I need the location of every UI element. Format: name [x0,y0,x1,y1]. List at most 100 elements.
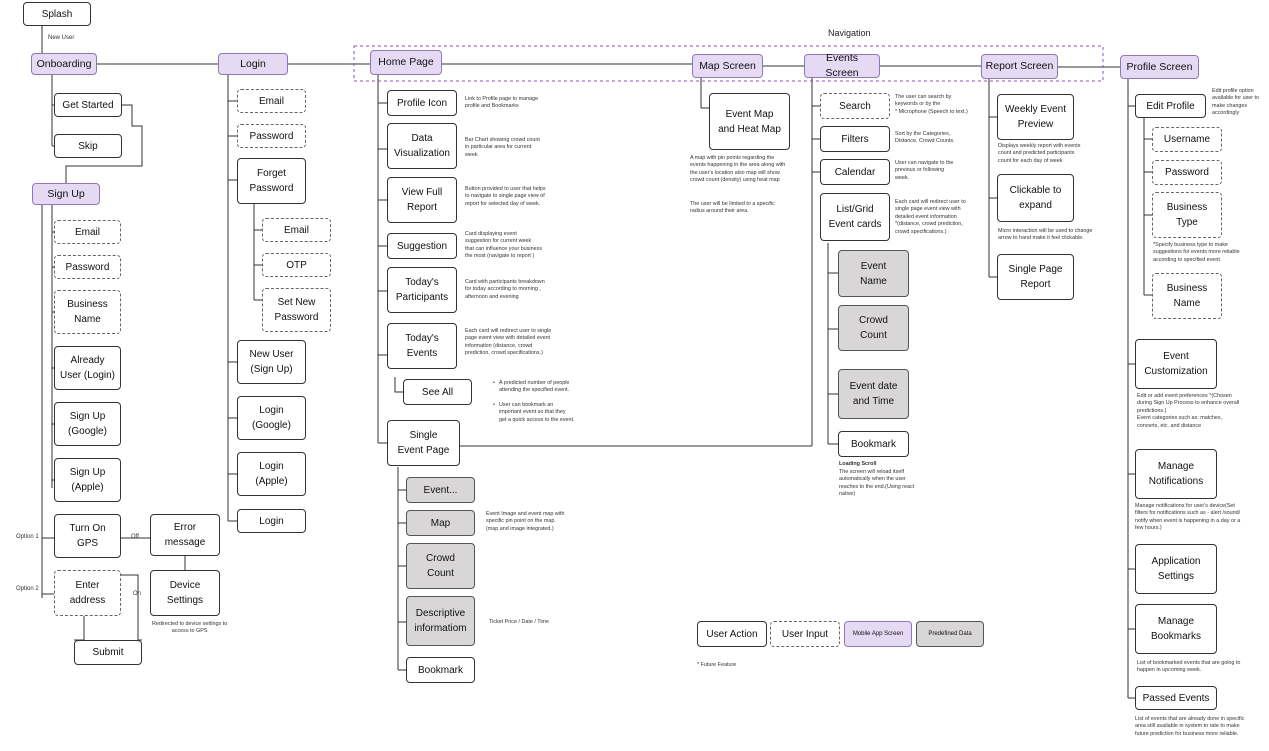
single-page-report-node[interactable]: Single Page Report [997,254,1074,300]
filters-button[interactable]: Filters [820,126,890,152]
todays-events-card[interactable]: Today's Events [387,323,457,369]
signup-password-input[interactable]: Password [54,255,121,279]
already-user-login-button[interactable]: Already User (Login) [54,346,121,390]
bookmark-button-single[interactable]: Bookmark [406,657,475,683]
filters-note: Sort by the Categories, Distance, Crowd … [895,131,955,145]
login-password-input[interactable]: Password [237,124,306,148]
signup-email-input[interactable]: Email [54,220,121,244]
data-visualization-node[interactable]: Data Visualization [387,123,457,169]
calendar-note: User can navigate to the previous or fol… [895,160,954,181]
login-apple-button[interactable]: Login (Apple) [237,452,306,496]
new-user-signup-button[interactable]: New User (Sign Up) [237,340,306,384]
profile-screen[interactable]: Profile Screen [1120,55,1199,79]
legend-future-feature: * Future Feature [697,662,737,668]
enter-address-input[interactable]: Enter address [54,570,121,616]
ticket-note: Ticket Price / Date / Time [489,619,550,625]
sign-up-screen[interactable]: Sign Up [32,183,100,205]
signup-apple-button[interactable]: Sign Up (Apple) [54,458,121,502]
event-map-heat-map-node[interactable]: Event Map and Heat Map [709,93,790,150]
otp-input[interactable]: OTP [262,253,331,277]
business-type-input[interactable]: Business Type [1152,192,1222,238]
navigation-region [353,45,1104,82]
bullet-dot-1: • [493,380,495,386]
error-message-node: Error message [150,514,220,556]
device-settings-node[interactable]: Device Settings [150,570,220,616]
profile-icon-note: Link to Profile page to manage profile a… [465,96,539,110]
business-type-note: *Specify business type to make suggestio… [1153,242,1240,263]
login-email-input[interactable]: Email [237,89,306,113]
login-submit-button[interactable]: Login [237,509,306,533]
events-crowd-count-data: Crowd Count [838,305,909,351]
on-label: On [133,591,142,597]
off-label: Off [131,534,139,540]
option1-label: Option 1 [16,534,39,540]
skip-button[interactable]: Skip [54,134,122,158]
list-grid-note: Each card will redirect user to single p… [895,199,966,235]
passed-events-node[interactable]: Passed Events [1135,686,1217,710]
manage-bookmarks-note: List of bookmarked events that are going… [1137,660,1241,674]
signup-business-name-input[interactable]: Business Name [54,290,121,334]
loading-scroll-title: Loading Scroll [839,461,877,467]
map-data: Map [406,510,475,536]
suggestion-note: Card displaying event suggestion for cur… [465,231,543,260]
forget-email-input[interactable]: Email [262,218,331,242]
event-customization-note: Edit or add event preferences *(Chosen d… [1137,393,1240,429]
loading-scroll-note: The screen will reload itself automatica… [839,469,915,498]
login-google-button[interactable]: Login (Google) [237,396,306,440]
legend-predefined-data: Predefined Data [916,621,984,647]
profile-password-input[interactable]: Password [1152,160,1222,185]
event-title-data: Event... [406,477,475,503]
view-full-report-button[interactable]: View Full Report [387,177,457,223]
map-screen-note-1: A map with pin points regarding the even… [690,155,786,184]
signup-google-button[interactable]: Sign Up (Google) [54,402,121,446]
descriptive-information-data: Descriptive informatiom [406,596,475,646]
search-input[interactable]: Search [820,93,890,119]
todays-participants-card[interactable]: Today's Participants [387,267,457,313]
report-screen[interactable]: Report Screen [981,54,1058,79]
turn-on-gps-button[interactable]: Turn On GPS [54,514,121,558]
manage-bookmarks-node[interactable]: Manage Bookmarks [1135,604,1217,654]
home-page-screen[interactable]: Home Page [370,50,442,75]
legend-mobile-app-screen: Mobile App Screen [844,621,912,647]
bullet-dot-2: • [493,402,495,408]
suggestion-card[interactable]: Suggestion [387,233,457,259]
event-customization-node[interactable]: Event Customization [1135,339,1217,389]
profile-icon-node[interactable]: Profile Icon [387,90,457,116]
crowd-count-data: Crowd Count [406,543,475,589]
event-name-data: Event Name [838,250,909,297]
weekly-event-preview-node[interactable]: Weekly Event Preview [997,94,1074,140]
profile-business-name-input[interactable]: Business Name [1152,273,1222,319]
forget-password-button[interactable]: Forget Password [237,158,306,204]
new-user-label: New User [48,35,75,41]
events-screen[interactable]: Events Screen [804,52,880,79]
device-settings-note: Redirected to device settings to access … [152,621,228,635]
get-started-button[interactable]: Get Started [54,93,122,117]
manage-notifications-node[interactable]: Manage Notifications [1135,449,1217,499]
events-bookmark-button[interactable]: Bookmark [838,431,909,457]
map-screen-note-2: The user will be limited to a specific r… [690,201,775,215]
data-visualization-note: Bar Chart showing crowd count in particu… [465,137,540,158]
submit-button[interactable]: Submit [74,640,142,665]
login-screen[interactable]: Login [218,53,288,75]
passed-events-note: List of events that are already done in … [1135,716,1245,737]
onboarding-screen[interactable]: Onboarding [31,53,97,75]
bullet-note-1: A predicted number of people attending t… [499,380,570,394]
set-new-password-input[interactable]: Set New Password [262,288,331,332]
event-date-time-data: Event date and Time [838,369,909,419]
username-input[interactable]: Username [1152,127,1222,152]
list-grid-event-cards[interactable]: List/Grid Event cards [820,193,890,241]
calendar-button[interactable]: Calendar [820,159,890,185]
bullet-note-2: User can bookmark an important event so … [499,402,575,423]
weekly-report-note: Displays weekly report with events count… [998,143,1081,164]
clickable-to-expand-node[interactable]: Clickable to expand [997,174,1074,222]
application-settings-node[interactable]: Application Settings [1135,544,1217,594]
splash-node[interactable]: Splash [23,2,91,26]
manage-notifications-note: Manage notifications for user's device(S… [1135,503,1241,532]
map-screen[interactable]: Map Screen [692,54,763,78]
todays-events-note: Each card will redirect user to single p… [465,328,552,357]
see-all-button[interactable]: See All [403,379,472,405]
edit-profile-button[interactable]: Edit Profile [1135,94,1206,118]
single-event-page-node[interactable]: Single Event Page [387,420,460,466]
